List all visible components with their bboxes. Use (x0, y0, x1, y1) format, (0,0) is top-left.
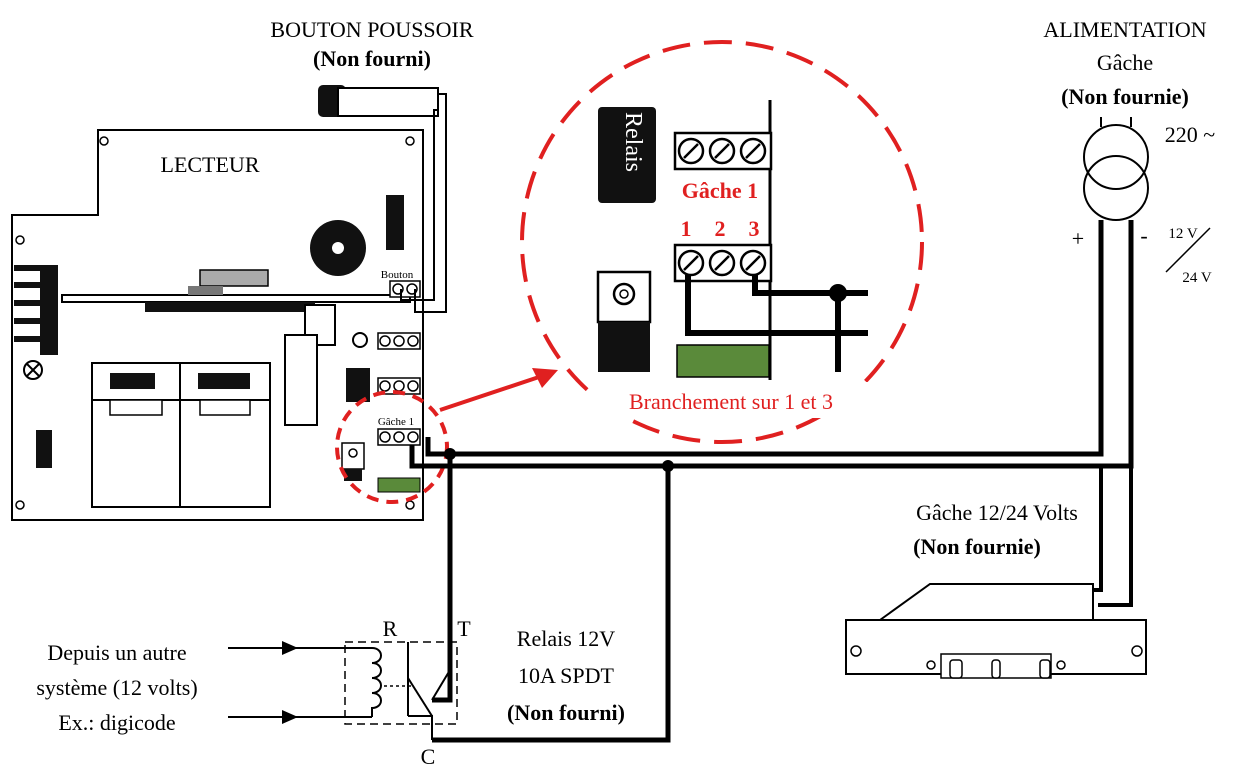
relay-small (346, 368, 370, 402)
strike-note: (Non fournie) (913, 534, 1041, 559)
wire-to-relay-c (432, 466, 671, 743)
zoom-arrow (439, 372, 549, 412)
relay-pin-t: T (457, 616, 471, 641)
wire-strike-minus (1098, 466, 1133, 607)
relay-coil-icon (371, 647, 382, 717)
terminal-number-3: 3 (749, 216, 760, 241)
arrow-right-icon (282, 641, 298, 655)
power-plus: + (1072, 226, 1084, 251)
regulator (304, 304, 336, 346)
relay-label: Relais (620, 112, 646, 172)
input-line-2: système (12 volts) (36, 675, 197, 700)
buzzer-hole (332, 242, 344, 254)
mount-hole (15, 235, 25, 245)
terminal-number-1: 1 (681, 216, 692, 241)
power-supply: ALIMENTATION Gâche (Non fournie) 220 ~ +… (1043, 17, 1215, 286)
power-voltage-in: 220 ~ (1165, 122, 1216, 147)
zoom-gache1-label: Gâche 1 (682, 178, 758, 203)
zoom-terminal-lower (673, 243, 773, 283)
relay-desc-2: 10A SPDT (518, 663, 615, 688)
electric-strike: Gâche 12/24 Volts (Non fournie) (845, 500, 1147, 679)
zoom-wire (685, 275, 868, 336)
zoom-terminal-upper (673, 131, 773, 171)
input-line-1: Depuis un autre (47, 640, 186, 665)
card-connector-right (179, 362, 271, 508)
relay-desc-1: Relais 12V (517, 626, 615, 651)
push-button-body (337, 87, 439, 117)
arrow-head-icon (532, 368, 558, 388)
relay-pin-r: R (383, 616, 398, 641)
terminal-number-2: 2 (715, 216, 726, 241)
display-bar (145, 302, 315, 312)
relay-pin-c: C (421, 744, 436, 767)
reader-board: LECTEUR (11, 129, 424, 521)
strike-top (879, 583, 1094, 621)
zoom-detail: Relais Gâche 1 1 2 3 (520, 40, 924, 444)
highlight-circle-large (520, 40, 924, 444)
led (352, 332, 368, 348)
gache1-small-label: Gâche 1 (378, 416, 414, 428)
push-button: BOUTON POUSSOIR (Non fourni) (270, 17, 474, 117)
input-source: Depuis un autre système (12 volts) Ex.: … (36, 640, 372, 735)
zoom-caption: Branchement sur 1 et 3 (629, 389, 833, 414)
green-terminal (377, 477, 421, 493)
mount-hole (99, 136, 109, 146)
component-block (284, 334, 318, 426)
wire-terminal3-to-minus (409, 220, 1134, 469)
reader-label: LECTEUR (161, 152, 260, 177)
relay-block (598, 107, 656, 203)
power-title: ALIMENTATION (1043, 17, 1206, 42)
connector (36, 430, 52, 468)
relay-spdt: R T C Relais 12V 10A SPDT (Non fourni) (344, 616, 625, 767)
input-line-3: Ex.: digicode (58, 710, 175, 735)
display-strip (61, 294, 411, 303)
relay-note: (Non fourni) (507, 700, 625, 725)
strike-title: Gâche 12/24 Volts (916, 500, 1078, 525)
card-connector-left (91, 362, 181, 508)
wire-strike-plus (1093, 466, 1103, 592)
highlight-circle-small (335, 390, 449, 504)
wire-terminal1-to-relay-common (432, 454, 453, 703)
push-button-title: BOUTON POUSSOIR (270, 17, 473, 42)
power-out-24: 24 V (1182, 270, 1211, 286)
capacitor (386, 195, 404, 250)
wire-terminal1-to-plus (425, 220, 1104, 457)
button-wire (400, 109, 438, 301)
zoom-green-terminal (676, 344, 770, 378)
heatsink (14, 265, 58, 355)
relay-outline (344, 641, 458, 725)
push-button-note: (Non fourni) (313, 46, 431, 71)
power-minus: - (1140, 223, 1147, 248)
junction-dot (444, 448, 456, 460)
button-wire (414, 93, 447, 313)
display-chip (199, 269, 269, 287)
power-subtitle: Gâche (1097, 50, 1153, 75)
mount-hole (405, 136, 415, 146)
arrow-right-icon (282, 710, 298, 724)
mount-hole (15, 500, 25, 510)
junction-dot (829, 284, 847, 302)
button-terminal-label: Bouton (381, 269, 414, 281)
gache1-terminal-block (377, 428, 421, 446)
terminal-block (377, 332, 421, 350)
power-note: (Non fournie) (1061, 84, 1189, 109)
relay-switch-icon (407, 677, 433, 717)
junction-dot (662, 460, 674, 472)
power-out-12: 12 V (1168, 226, 1197, 242)
